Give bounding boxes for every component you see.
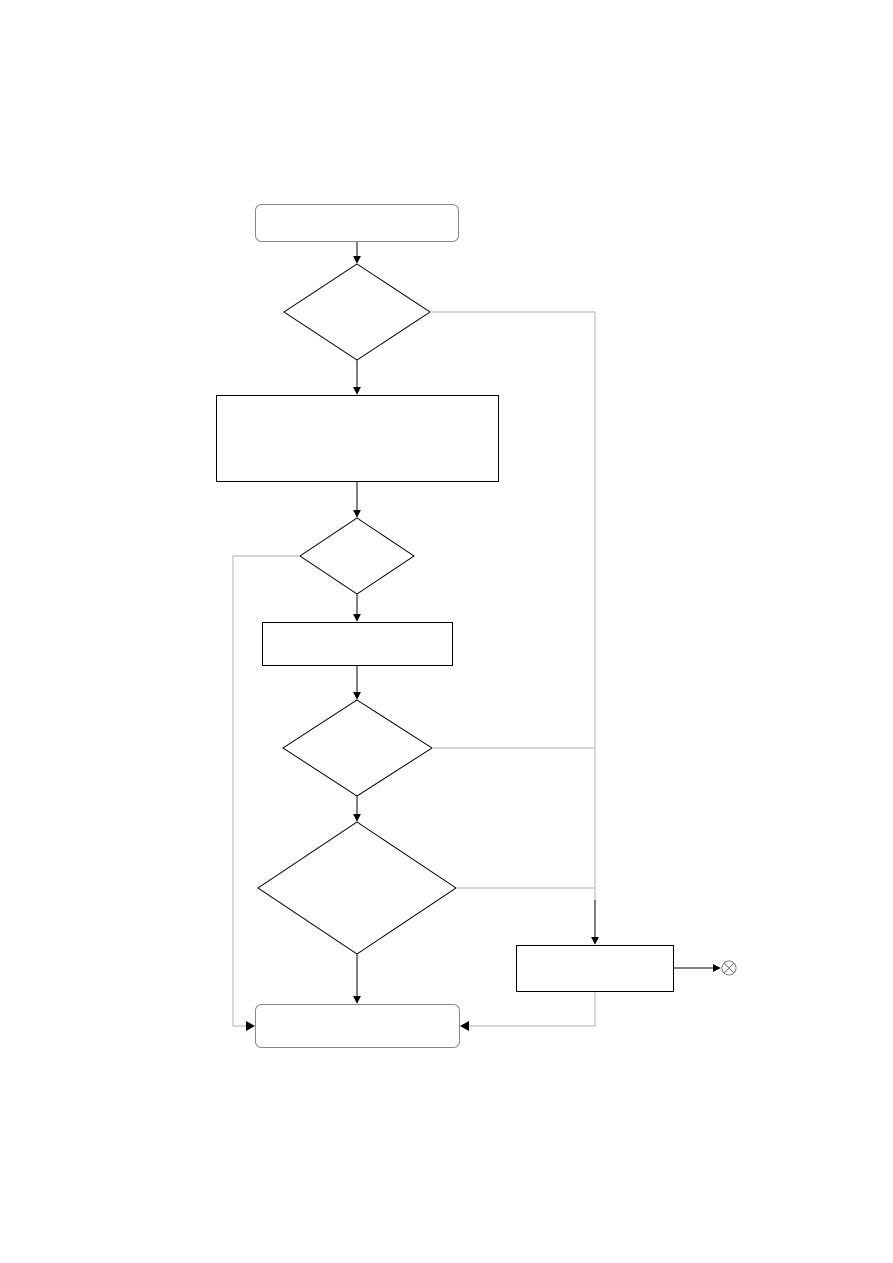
decision-3-diamond <box>282 699 433 797</box>
connector-cross-b <box>723 962 735 974</box>
node-decision-3 <box>282 699 433 797</box>
arrowhead-right-into-end <box>460 1021 469 1031</box>
process-2-box <box>262 622 453 666</box>
node-process-1 <box>216 395 499 482</box>
node-decision-4 <box>257 821 457 955</box>
node-decision-2 <box>299 517 415 595</box>
node-process-3 <box>516 945 674 992</box>
process-3-box <box>516 945 674 992</box>
node-decision-1 <box>283 263 431 361</box>
edge-decision-1-to-right-trunk <box>430 311 596 900</box>
edge-process-3-to-end <box>469 992 596 1027</box>
off-page-connector-icon <box>721 960 737 976</box>
node-end <box>255 1004 460 1048</box>
start-terminal <box>255 204 459 242</box>
arrowhead-left-into-end <box>246 1021 255 1031</box>
decision-2-diamond <box>299 517 415 595</box>
main-flow-edges <box>353 242 721 1004</box>
node-process-2 <box>262 622 453 666</box>
process-1-box <box>216 395 499 482</box>
decision-4-diamond <box>257 821 457 955</box>
node-start <box>255 204 459 242</box>
branch-edges <box>232 311 596 1027</box>
branch-arrowheads <box>246 1021 469 1031</box>
decision-1-diamond <box>283 263 431 361</box>
edge-decision-2-to-end <box>232 555 300 1027</box>
end-terminal <box>255 1004 460 1048</box>
